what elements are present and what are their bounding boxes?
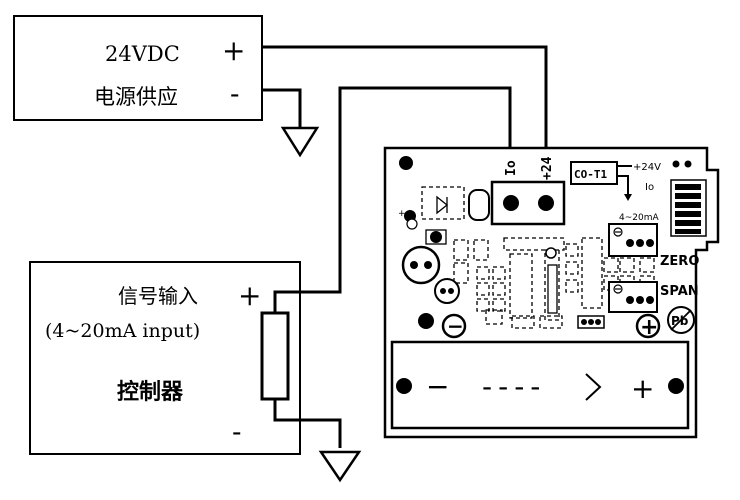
chip-co-t1-label: CO-T1 (574, 168, 607, 181)
range-note: 4~20mA (619, 213, 659, 223)
power-plus-sign: + (222, 34, 245, 67)
wire-supply-minus (262, 88, 302, 128)
controller-plus-sign: + (238, 279, 261, 312)
span-potentiometer (608, 281, 658, 313)
span-label: SPAN (660, 284, 699, 299)
mount-hole (399, 156, 413, 170)
board-minus-label: − (447, 314, 464, 338)
wire-supply-plus (262, 45, 548, 152)
sensor-cell-hole (668, 378, 684, 394)
led-icon: + (398, 209, 418, 230)
controller-name: 控制器 (117, 379, 184, 405)
chip-co-t1 (570, 161, 618, 185)
io-note: Io (645, 182, 654, 193)
io-arrow-icon (624, 194, 632, 201)
board-plus-label: + (640, 315, 658, 340)
controller-signal-label: 信号输入 (118, 284, 198, 308)
ground-icon-controller (318, 450, 362, 483)
pin-header (577, 315, 605, 329)
power-supply-box (13, 15, 263, 121)
power-supply-label: 电源供应 (94, 85, 178, 109)
small-trimmer (425, 229, 447, 245)
terminal-screw-io (503, 195, 519, 211)
sensor-board: Io +24 CO-T1 +24V Io 4~20mA (383, 146, 720, 439)
controller-minus-sign: - (232, 415, 241, 448)
terminal-io-label: Io (504, 160, 519, 176)
sensor-plus-label: + (631, 372, 654, 405)
svg-text:Pb: Pb (671, 314, 689, 328)
board-minus-terminal (441, 313, 467, 339)
power-supply-voltage: 24VDC (105, 42, 180, 66)
sensor-minus-label: − (426, 370, 449, 403)
supply-note: +24V (633, 162, 661, 173)
pin-dot (684, 160, 692, 168)
zero-label: ZERO (660, 254, 699, 269)
mount-hole (418, 313, 434, 329)
diode-component (421, 186, 490, 221)
sensor-cell: − ---- + (390, 340, 690, 430)
wire-io-signal (273, 86, 512, 313)
sensor-cell-body (390, 340, 690, 430)
load-resistor (260, 311, 290, 401)
controller: 信号输入 (4~20mA input) 控制器 + - (29, 261, 301, 455)
terminal-screw-24 (538, 195, 554, 211)
capacitor-large (401, 245, 441, 285)
power-supply: 24VDC 电源供应 + - (13, 15, 263, 121)
sensor-cell-hole (396, 378, 412, 394)
ground-icon-supply (280, 126, 320, 158)
board-plus-terminal (635, 313, 661, 339)
sensor-arrow-dashes: ---- (482, 370, 546, 403)
capacitor-small (434, 278, 460, 304)
controller-box (29, 261, 301, 455)
pin-dot (672, 160, 680, 168)
power-minus-sign: - (230, 77, 239, 110)
terminal-24-label: +24 (540, 156, 555, 180)
sensor-arrow-icon (585, 373, 602, 401)
edge-connector (670, 179, 707, 237)
wires (262, 45, 548, 448)
wire-controller-minus (273, 399, 342, 448)
zero-potentiometer (608, 223, 658, 257)
svg-text:+: + (398, 209, 406, 219)
test-point-icon (545, 247, 557, 259)
pb-free-icon: Pb (667, 306, 695, 334)
controller-signal-range: (4~20mA input) (45, 320, 200, 342)
